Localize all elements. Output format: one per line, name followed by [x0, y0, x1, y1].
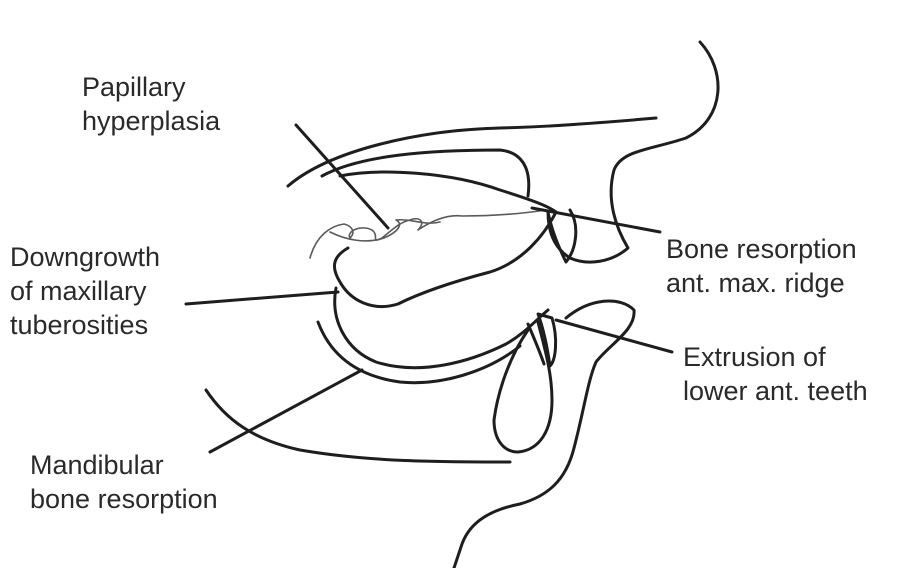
leader-papillary: [296, 125, 388, 228]
label-downgrowth-maxillary-tuberosities: Downgrowth of maxillary tuberosities: [10, 240, 160, 342]
label-line: Extrusion of: [683, 340, 868, 374]
leader-downgrowth: [186, 292, 338, 304]
maxillary-ridge-outline: [334, 172, 556, 306]
chin-outline: [206, 390, 510, 462]
lower-incisor-root-outline: [494, 322, 552, 452]
lower-denture-outline: [335, 288, 548, 368]
label-line: ant. max. ridge: [666, 266, 857, 300]
leader-extrusion: [556, 320, 672, 352]
leader-mandibular: [210, 370, 362, 452]
label-line: of maxillary: [10, 274, 160, 308]
nose-upper-lip-outline: [548, 42, 718, 262]
label-mandibular-bone-resorption: Mandibular bone resorption: [30, 448, 218, 516]
label-line: Mandibular: [30, 448, 218, 482]
label-papillary-hyperplasia: Papillary hyperplasia: [82, 70, 220, 138]
label-extrusion-lower-teeth: Extrusion of lower ant. teeth: [683, 340, 868, 408]
label-line: bone resorption: [30, 482, 218, 516]
label-line: tuberosities: [10, 308, 160, 342]
label-line: Downgrowth: [10, 240, 160, 274]
label-line: hyperplasia: [82, 104, 220, 138]
label-line: lower ant. teeth: [683, 374, 868, 408]
label-bone-resorption-maxillary: Bone resorption ant. max. ridge: [666, 232, 857, 300]
label-line: Papillary: [82, 70, 220, 104]
label-line: Bone resorption: [666, 232, 857, 266]
